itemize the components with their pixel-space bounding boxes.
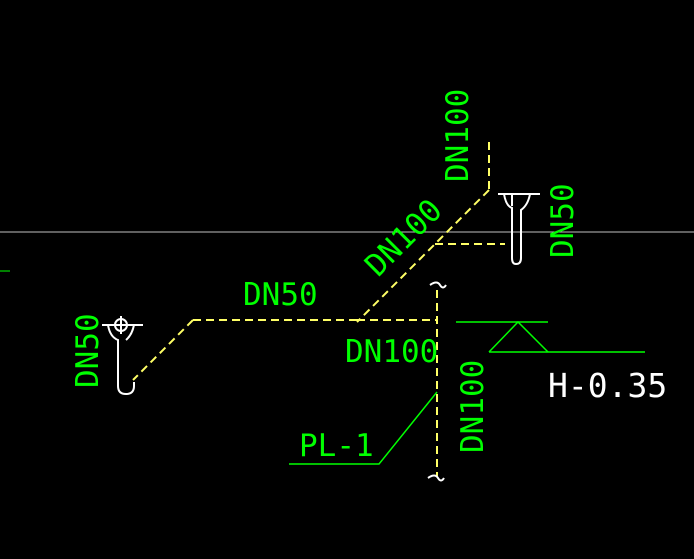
pipe-diagonal-main [356, 189, 490, 323]
label-dn50-middle: DN50 [243, 277, 318, 313]
pipe-break-icon [427, 474, 445, 482]
label-dn100-top: DN100 [440, 89, 476, 182]
floor-drain-trap-icon [102, 316, 143, 396]
label-elevation: H-0.35 [548, 366, 667, 405]
label-dn50-left: DN50 [70, 313, 106, 388]
floor-drain-trap-icon [498, 193, 540, 266]
elevation-triangle-icon [456, 320, 645, 353]
label-dn100-diagonal: DN100 [358, 192, 449, 283]
pipe-diagonal-left [132, 319, 194, 381]
label-dn50-right: DN50 [545, 183, 581, 258]
label-dn100-vertical: DN100 [455, 360, 491, 453]
label-dn100-horizontal: DN100 [345, 334, 438, 370]
pipe-id-leader [289, 391, 438, 465]
label-pipe-id: PL-1 [299, 428, 374, 464]
pipe-break-icon [429, 281, 447, 289]
